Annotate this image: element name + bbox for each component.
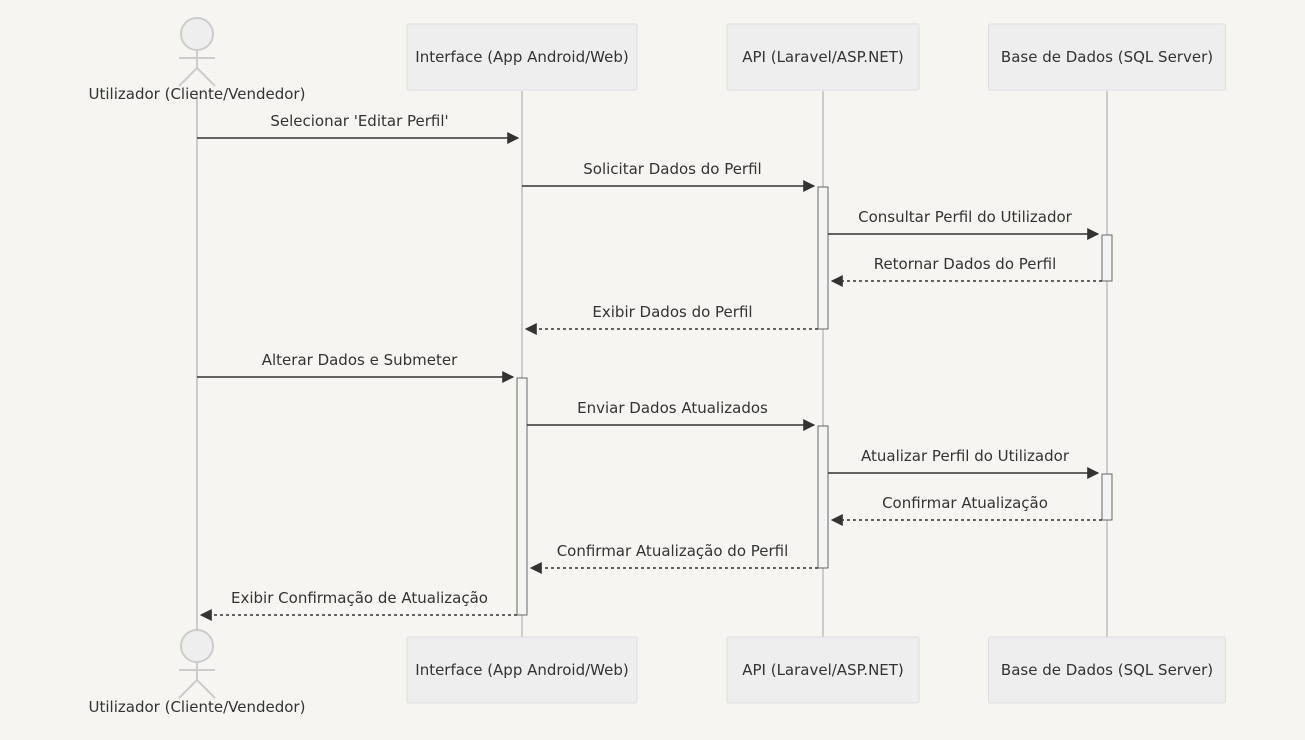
actor-label-bottom: Utilizador (Cliente/Vendedor) [89, 698, 306, 716]
message-label: Exibir Dados do Perfil [592, 303, 752, 321]
participant-label-api-top: API (Laravel/ASP.NET) [742, 48, 904, 66]
activation-bar-api [817, 186, 829, 330]
actor-label-top: Utilizador (Cliente/Vendedor) [89, 85, 306, 103]
message-label: Alterar Dados e Submeter [262, 351, 458, 369]
participant-box-ui-top [406, 23, 638, 91]
message-label: Confirmar Atualização [882, 494, 1048, 512]
participant-label-api-bottom: API (Laravel/ASP.NET) [742, 661, 904, 679]
participant-label-db-top: Base de Dados (SQL Server) [1001, 48, 1213, 66]
participant-box-api-top [726, 23, 920, 91]
actor-figure-bottom [178, 629, 216, 699]
participant-label-db-bottom: Base de Dados (SQL Server) [1001, 661, 1213, 679]
participant-box-ui-bottom [406, 636, 638, 704]
message-label: Confirmar Atualização do Perfil [557, 542, 789, 560]
participant-box-db-bottom [988, 636, 1226, 704]
message-label: Atualizar Perfil do Utilizador [861, 447, 1070, 465]
participant-box-db-top [988, 23, 1226, 91]
actor-figure-top [178, 17, 216, 87]
activation-bar-ui [516, 377, 528, 616]
message-label: Retornar Dados do Perfil [874, 255, 1057, 273]
participant-label-ui-top: Interface (App Android/Web) [415, 48, 628, 66]
activation-bar-api [817, 425, 829, 569]
message-label: Selecionar 'Editar Perfil' [270, 112, 448, 130]
activation-bar-db [1101, 234, 1113, 282]
message-label: Enviar Dados Atualizados [577, 399, 768, 417]
activation-bar-db [1101, 473, 1113, 521]
message-label: Solicitar Dados do Perfil [583, 160, 761, 178]
participant-box-api-bottom [726, 636, 920, 704]
message-label: Consultar Perfil do Utilizador [858, 208, 1073, 226]
message-label: Exibir Confirmação de Atualização [231, 589, 488, 607]
participant-label-ui-bottom: Interface (App Android/Web) [415, 661, 628, 679]
